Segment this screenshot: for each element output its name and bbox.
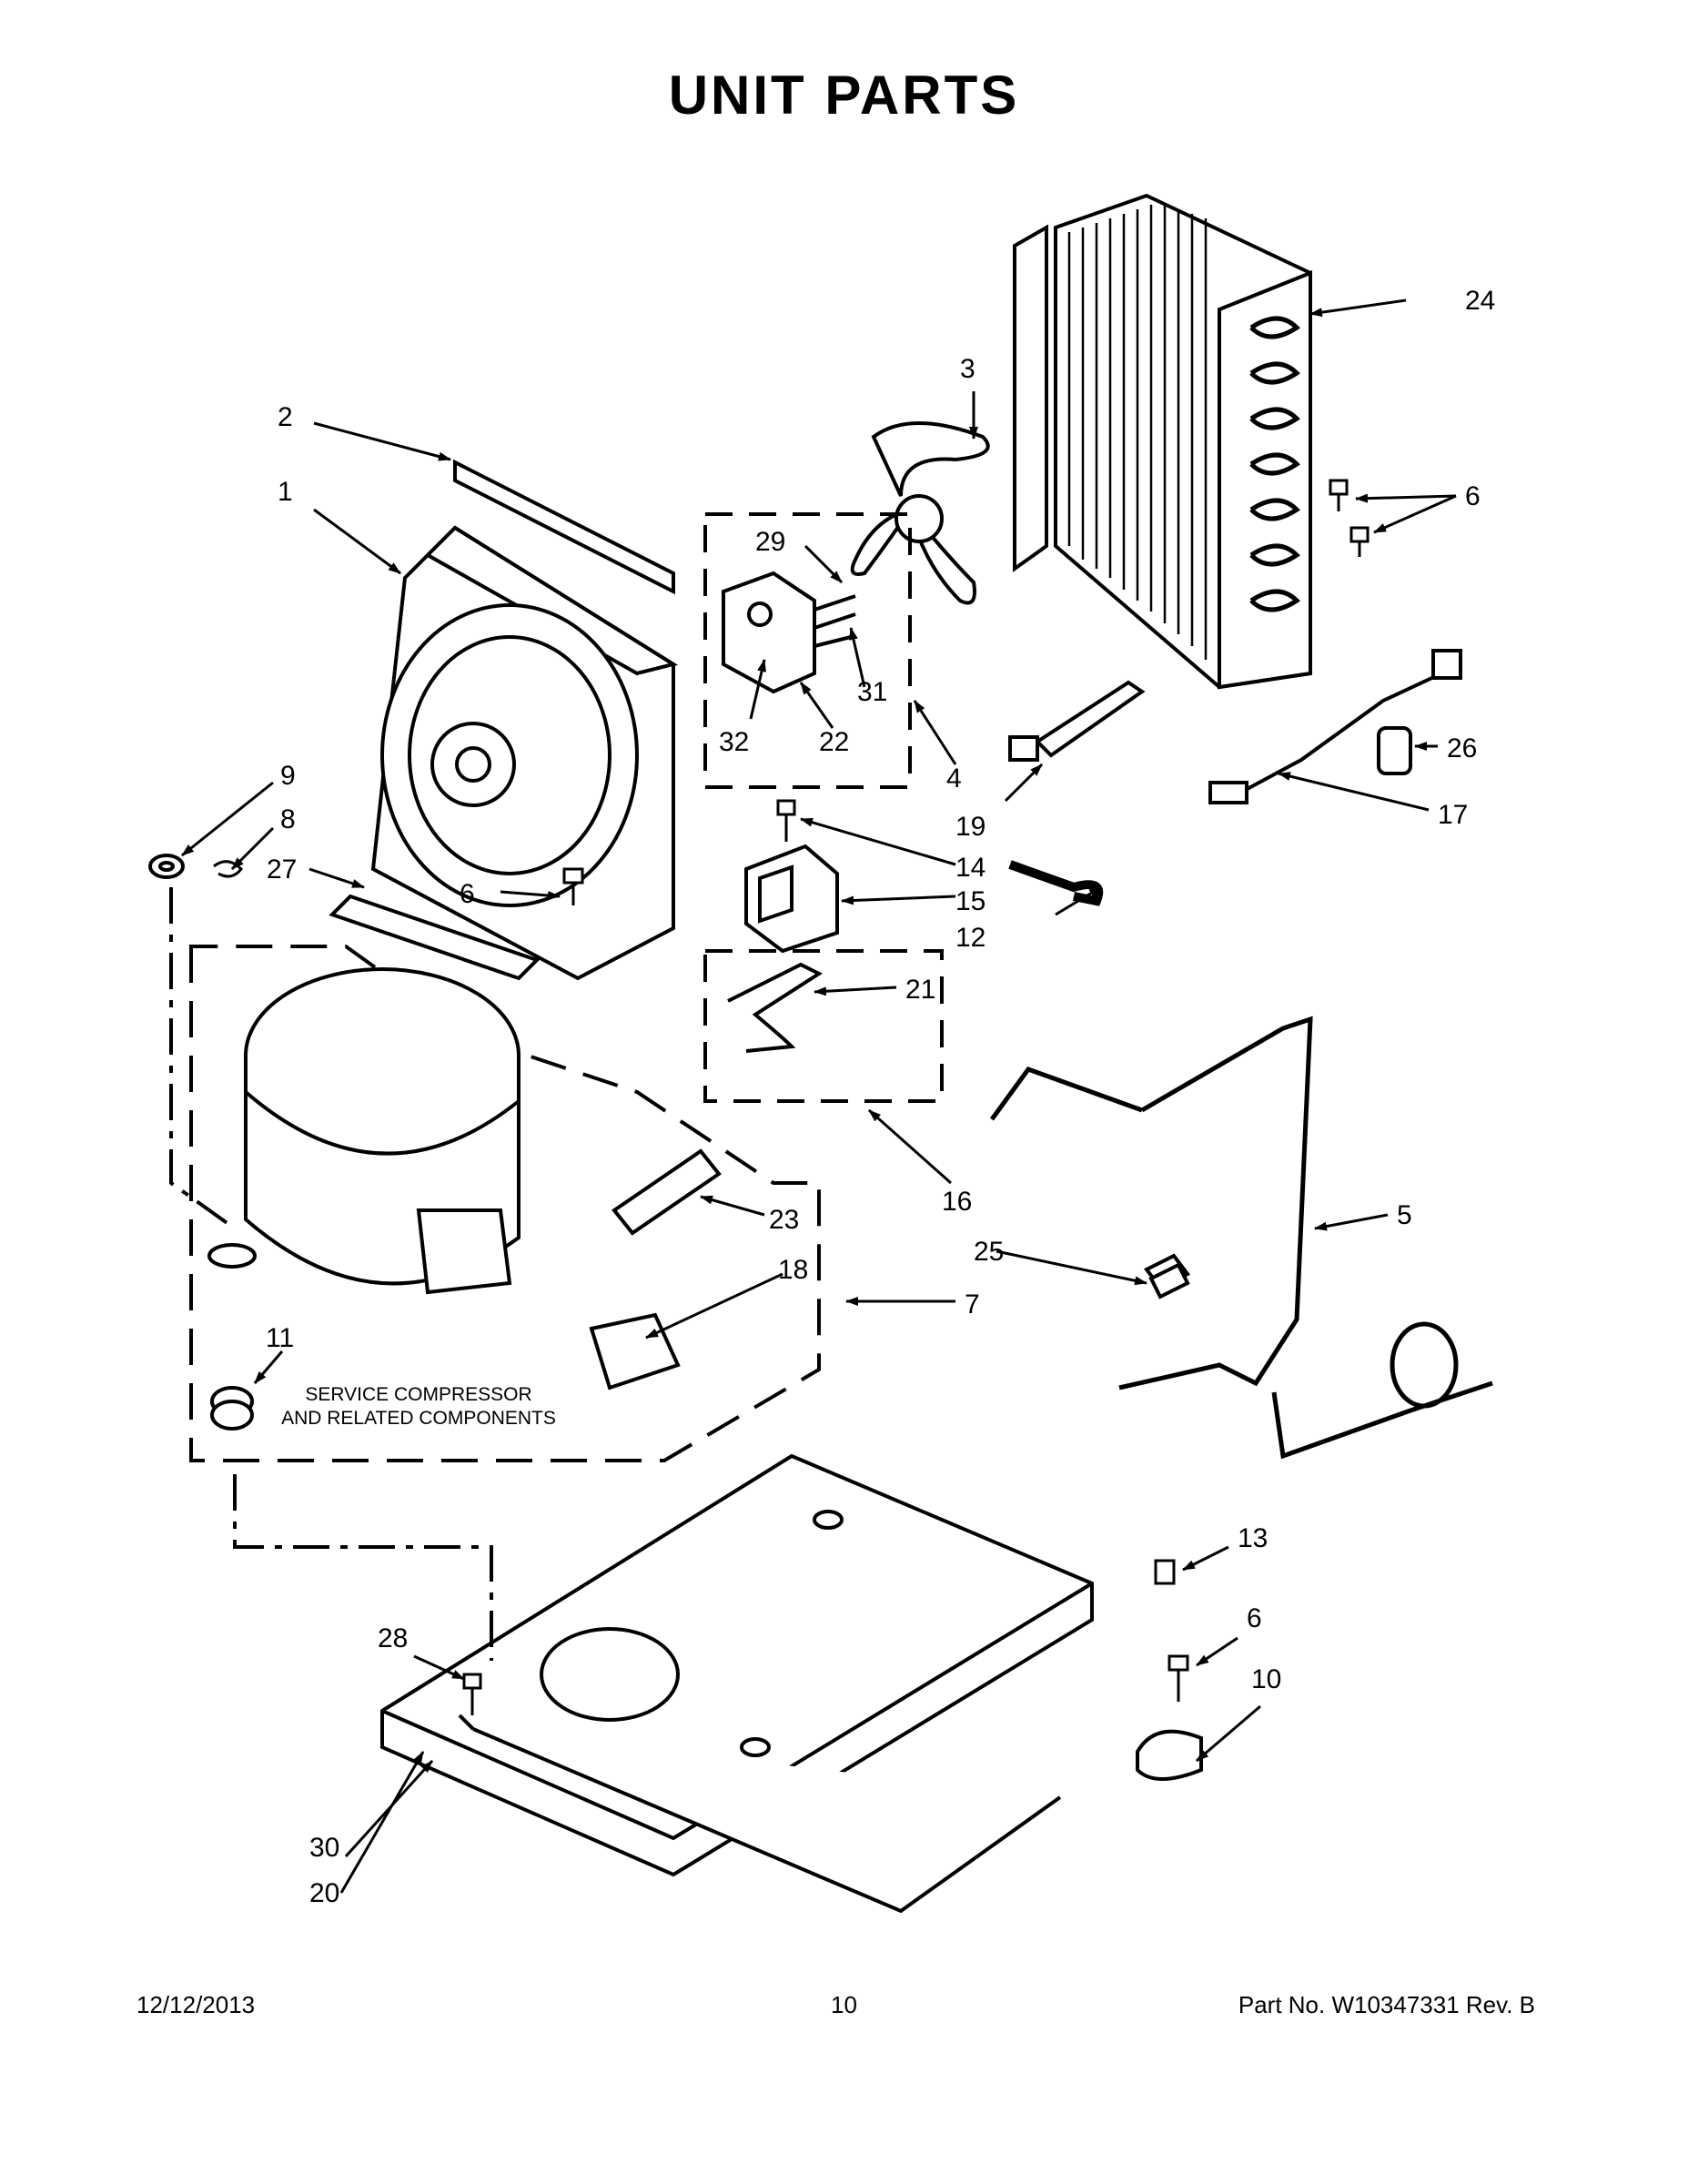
callout-32: 32 [719,727,749,757]
callout-19: 19 [955,812,986,842]
callout-27: 27 [267,854,297,885]
screw-6-coil-a [1329,479,1349,511]
callout-30: 30 [309,1833,339,1863]
callout-10: 10 [1251,1664,1281,1694]
screw-6-shroud [562,867,584,905]
callout-6-clamp: 6 [1247,1603,1262,1633]
callout-12: 12 [955,923,986,953]
drain-hose [1008,860,1104,906]
condenser-fan-blade [850,421,990,605]
screw-28 [462,1673,482,1715]
callout-23: 23 [769,1205,799,1235]
callout-9: 9 [280,761,296,791]
callout-13: 13 [1238,1523,1268,1553]
callout-20: 20 [309,1878,339,1908]
callout-6-coil: 6 [1465,481,1481,511]
grommet-9 [148,854,185,879]
callout-14: 14 [955,853,986,883]
callout-6-shroud: 6 [460,879,475,909]
callout-18: 18 [778,1255,808,1285]
filter-drier [612,1148,722,1236]
footer-part-number: Part No. W10347331 Rev. B [1238,1991,1535,2018]
callout-7: 7 [965,1289,980,1320]
service-note-line2: AND RELATED COMPONENTS [281,1408,556,1429]
page-title: UNIT PARTS [668,65,1020,126]
condenser-coil [1013,193,1312,690]
leader-arrows [181,298,1457,1894]
fan-motor-group-box [703,512,912,789]
service-note: SERVICE COMPRESSOR AND RELATED COMPONENT… [259,1383,578,1431]
base-pan [380,1453,1094,1914]
callout-25: 25 [974,1237,1004,1267]
ground-path-lines [169,887,493,1661]
line-clamp [1136,1729,1203,1781]
callout-11: 11 [266,1323,294,1353]
gasket-27 [329,894,541,981]
callout-21: 21 [905,975,935,1005]
tape-25 [1148,1262,1190,1299]
callout-1: 1 [278,477,293,507]
wire-harness-17 [1208,649,1462,804]
water-valve [744,844,839,954]
screw-6-clamp [1167,1654,1189,1702]
service-note-line1: SERVICE COMPRESSOR [305,1384,532,1405]
drain-assembly-group-box [703,949,944,1103]
callout-8: 8 [280,804,296,834]
callout-15: 15 [955,886,986,916]
callout-26: 26 [1447,733,1477,763]
callout-labels: 1 2 3 4 5 6 6 6 7 8 9 10 11 12 13 14 15 … [266,286,1495,1908]
grommet-11 [210,1386,254,1431]
callout-31: 31 [857,677,887,707]
compressor [207,967,521,1295]
fan-motor [722,571,856,694]
callout-3: 3 [960,354,975,384]
start-relay [589,1312,681,1390]
callout-4: 4 [946,763,962,794]
cable-tie [1008,680,1146,762]
screw-6-coil-b [1349,526,1370,557]
drain-fitting [727,962,824,1053]
callout-2: 2 [278,402,293,432]
callout-22: 22 [819,727,849,757]
fan-shroud [370,525,679,981]
callout-17: 17 [1438,800,1468,830]
callout-29: 29 [755,527,785,557]
callout-16: 16 [942,1187,972,1217]
callout-5: 5 [1397,1200,1412,1230]
callout-28: 28 [378,1623,408,1653]
footer-date: 12/12/2013 [136,1991,256,2018]
footer-page-number: 10 [831,1991,857,2018]
shroud-gasket [453,459,675,595]
capacitor [1377,726,1412,775]
screw-14 [776,799,796,842]
main-wire-harness [989,1016,1493,1460]
screw-13 [1154,1559,1176,1585]
callout-24: 24 [1465,286,1495,316]
